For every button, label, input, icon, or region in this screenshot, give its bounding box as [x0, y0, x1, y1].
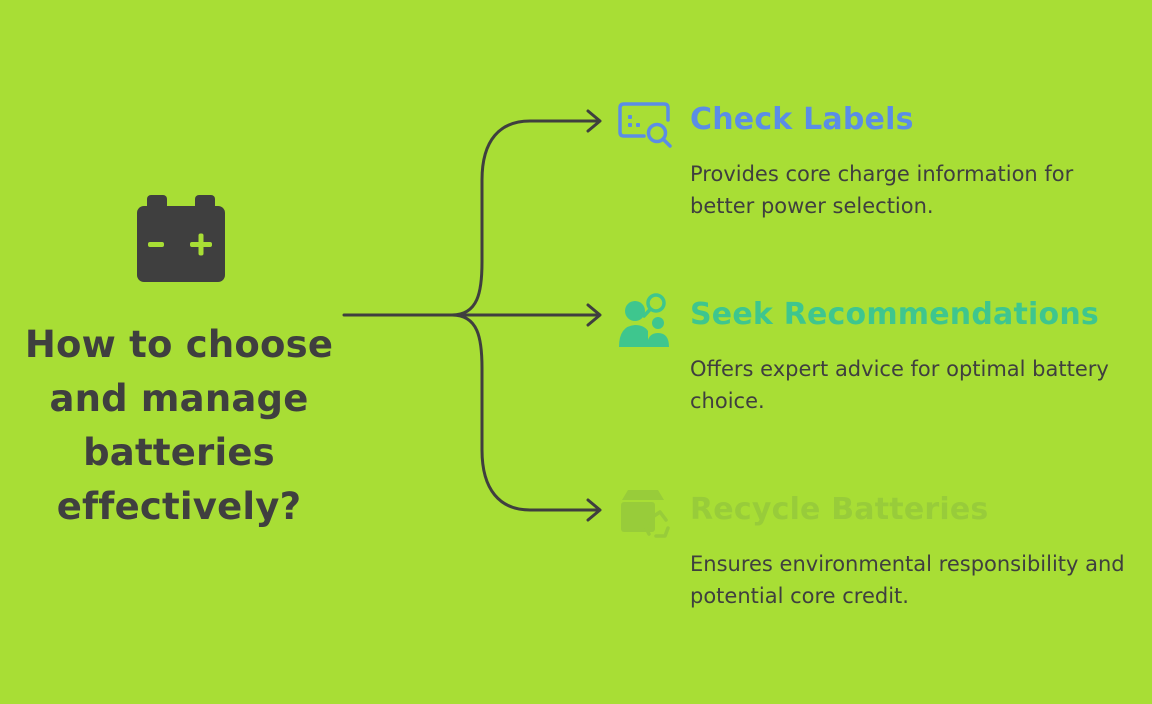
connector-branch-2	[450, 313, 600, 512]
diagram-title: How to choose and manage batteries effec…	[24, 323, 334, 528]
expert-search-icon	[619, 293, 669, 347]
branch-description: Provides core charge information for bet…	[690, 162, 1074, 218]
arrowhead-branch-0	[586, 109, 602, 133]
battery-icon	[137, 195, 225, 282]
arrowhead-branch-2	[586, 498, 602, 522]
branch-title: Check Labels	[690, 102, 914, 137]
connector-branch-0	[450, 119, 600, 317]
branch-title: Seek Recommendations	[690, 297, 1099, 332]
label-search-icon	[618, 102, 672, 148]
branch-title: Recycle Batteries	[690, 492, 989, 527]
minus-sign	[148, 242, 164, 247]
branch-description: Offers expert advice for optimal battery…	[690, 357, 1109, 413]
arrowhead-branch-1	[586, 303, 602, 327]
plus-sign-vertical	[198, 233, 204, 256]
recycle-box-icon	[621, 490, 670, 538]
branch-description: Ensures environmental responsibility and…	[690, 552, 1125, 608]
